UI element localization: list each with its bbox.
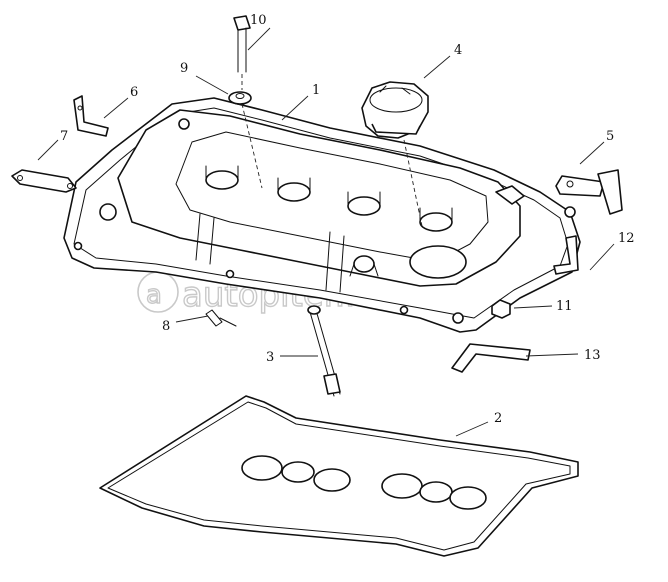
callout-13: 13: [584, 348, 601, 363]
long-bolt-part: [307, 305, 341, 397]
bracket-7-part: [11, 169, 77, 193]
callout-1: 1: [312, 83, 320, 98]
svg-text:a: a: [146, 280, 162, 310]
callout-12: 12: [618, 231, 635, 246]
oil-filler-cap-part: [361, 81, 429, 139]
callout-2: 2: [494, 411, 502, 426]
callout-5: 5: [606, 129, 614, 144]
tube-seals: [241, 455, 487, 510]
valve-cover-part: [63, 97, 581, 333]
callout-7: 7: [60, 129, 68, 144]
bracket-6-part: [73, 95, 109, 137]
callout-6: 6: [130, 85, 138, 100]
grommet-part: [228, 91, 252, 105]
spark-plug-tubes: [205, 165, 453, 232]
leader-lines: [37, 27, 615, 437]
bracket-13-part: [451, 343, 531, 373]
callout-9: 9: [180, 61, 188, 76]
bolt-10-part: [233, 15, 251, 73]
callout-11: 11: [556, 299, 573, 314]
bracket-5-part: [555, 169, 623, 215]
gasket-part: [99, 395, 579, 557]
callout-3: 3: [266, 350, 274, 365]
nut-part: [491, 299, 511, 319]
bolt-8-part: [205, 309, 237, 327]
oil-filler-neck: [409, 245, 467, 279]
callout-4: 4: [454, 43, 462, 58]
bracket-12-part: [553, 235, 579, 275]
assembly-lines: [241, 74, 423, 227]
callout-labels: 10 9 4 6 1 7 5 12 11 8 3 13 2: [60, 13, 635, 426]
callout-8: 8: [162, 319, 170, 334]
callout-10: 10: [250, 13, 267, 28]
